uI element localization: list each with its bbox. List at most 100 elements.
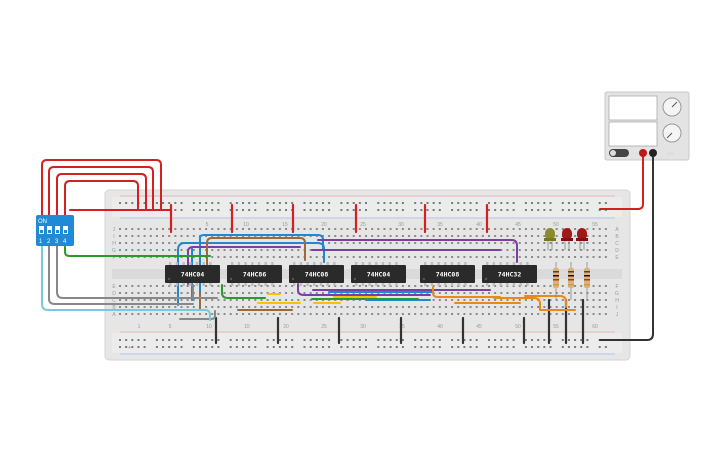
terminal-hole[interactable]: [383, 256, 386, 258]
psu-negative-terminal[interactable]: [649, 149, 657, 157]
terminal-hole[interactable]: [580, 256, 583, 258]
rail-hole[interactable]: [235, 202, 238, 204]
terminal-hole[interactable]: [488, 235, 490, 237]
terminal-hole[interactable]: [352, 235, 355, 237]
rail-hole[interactable]: [488, 209, 490, 211]
rail-hole[interactable]: [198, 339, 201, 341]
terminal-hole[interactable]: [401, 306, 404, 308]
terminal-hole[interactable]: [395, 228, 398, 230]
terminal-hole[interactable]: [500, 256, 503, 258]
rail-hole[interactable]: [340, 209, 343, 211]
terminal-hole[interactable]: [518, 242, 521, 244]
terminal-hole[interactable]: [574, 249, 577, 251]
terminal-hole[interactable]: [426, 256, 429, 258]
terminal-hole[interactable]: [186, 306, 189, 308]
rail-hole[interactable]: [500, 202, 503, 204]
terminal-hole[interactable]: [377, 256, 380, 258]
terminal-hole[interactable]: [494, 242, 497, 244]
rail-hole[interactable]: [524, 202, 527, 204]
terminal-hole[interactable]: [303, 306, 306, 308]
terminal-hole[interactable]: [438, 228, 441, 230]
rail-hole[interactable]: [414, 209, 417, 211]
rail-hole[interactable]: [309, 346, 312, 348]
terminal-hole[interactable]: [119, 313, 121, 315]
rail-hole[interactable]: [358, 209, 361, 211]
rail-hole[interactable]: [119, 202, 121, 204]
terminal-hole[interactable]: [549, 292, 552, 294]
terminal-hole[interactable]: [531, 285, 534, 287]
rail-hole[interactable]: [531, 346, 534, 348]
rail-hole[interactable]: [217, 202, 220, 204]
terminal-hole[interactable]: [561, 242, 564, 244]
terminal-hole[interactable]: [303, 285, 306, 287]
terminal-hole[interactable]: [211, 228, 214, 230]
terminal-hole[interactable]: [266, 306, 269, 308]
terminal-hole[interactable]: [451, 256, 454, 258]
terminal-hole[interactable]: [168, 242, 171, 244]
terminal-hole[interactable]: [205, 228, 208, 230]
rail-hole[interactable]: [438, 202, 441, 204]
terminal-hole[interactable]: [451, 242, 454, 244]
terminal-hole[interactable]: [494, 306, 497, 308]
terminal-hole[interactable]: [377, 285, 380, 287]
terminal-hole[interactable]: [506, 249, 509, 251]
rail-hole[interactable]: [352, 209, 355, 211]
rail-hole[interactable]: [506, 346, 509, 348]
terminal-hole[interactable]: [242, 313, 244, 315]
terminal-hole[interactable]: [309, 228, 312, 230]
rail-hole[interactable]: [451, 339, 454, 341]
terminal-hole[interactable]: [512, 313, 515, 315]
terminal-hole[interactable]: [531, 235, 534, 237]
terminal-hole[interactable]: [604, 292, 607, 294]
terminal-hole[interactable]: [494, 256, 497, 258]
terminal-hole[interactable]: [315, 285, 318, 287]
terminal-hole[interactable]: [604, 249, 607, 251]
terminal-hole[interactable]: [518, 228, 521, 230]
terminal-hole[interactable]: [574, 292, 577, 294]
terminal-hole[interactable]: [235, 285, 238, 287]
terminal-hole[interactable]: [586, 256, 589, 258]
terminal-hole[interactable]: [309, 299, 312, 301]
terminal-hole[interactable]: [266, 285, 269, 287]
rail-hole[interactable]: [346, 339, 349, 341]
terminal-hole[interactable]: [346, 306, 349, 308]
rail-hole[interactable]: [543, 346, 546, 348]
rail-hole[interactable]: [125, 346, 128, 348]
rail-hole[interactable]: [432, 202, 435, 204]
terminal-hole[interactable]: [155, 285, 158, 287]
terminal-hole[interactable]: [371, 285, 374, 287]
terminal-hole[interactable]: [297, 256, 300, 258]
terminal-hole[interactable]: [358, 242, 361, 244]
terminal-hole[interactable]: [377, 313, 380, 315]
terminal-hole[interactable]: [598, 228, 601, 230]
rail-hole[interactable]: [401, 202, 404, 204]
terminal-hole[interactable]: [469, 256, 472, 258]
terminal-hole[interactable]: [598, 249, 601, 251]
terminal-hole[interactable]: [217, 299, 220, 301]
terminal-hole[interactable]: [254, 285, 257, 287]
rail-hole[interactable]: [248, 209, 251, 211]
terminal-hole[interactable]: [586, 235, 589, 237]
rail-hole[interactable]: [395, 202, 398, 204]
terminal-hole[interactable]: [488, 306, 490, 308]
terminal-hole[interactable]: [242, 285, 244, 287]
terminal-hole[interactable]: [303, 299, 306, 301]
rail-hole[interactable]: [426, 339, 429, 341]
terminal-hole[interactable]: [174, 306, 177, 308]
terminal-hole[interactable]: [586, 249, 589, 251]
rail-hole[interactable]: [451, 202, 454, 204]
terminal-hole[interactable]: [174, 249, 177, 251]
terminal-hole[interactable]: [574, 299, 577, 301]
rail-hole[interactable]: [248, 346, 251, 348]
terminal-hole[interactable]: [383, 306, 386, 308]
ic-chip[interactable]: 74HC08: [289, 262, 344, 286]
terminal-hole[interactable]: [137, 235, 140, 237]
terminal-hole[interactable]: [168, 235, 171, 237]
terminal-hole[interactable]: [537, 292, 540, 294]
terminal-hole[interactable]: [457, 235, 460, 237]
terminal-hole[interactable]: [543, 235, 546, 237]
terminal-hole[interactable]: [168, 292, 171, 294]
terminal-hole[interactable]: [469, 292, 472, 294]
terminal-hole[interactable]: [119, 292, 121, 294]
terminal-hole[interactable]: [180, 292, 183, 294]
